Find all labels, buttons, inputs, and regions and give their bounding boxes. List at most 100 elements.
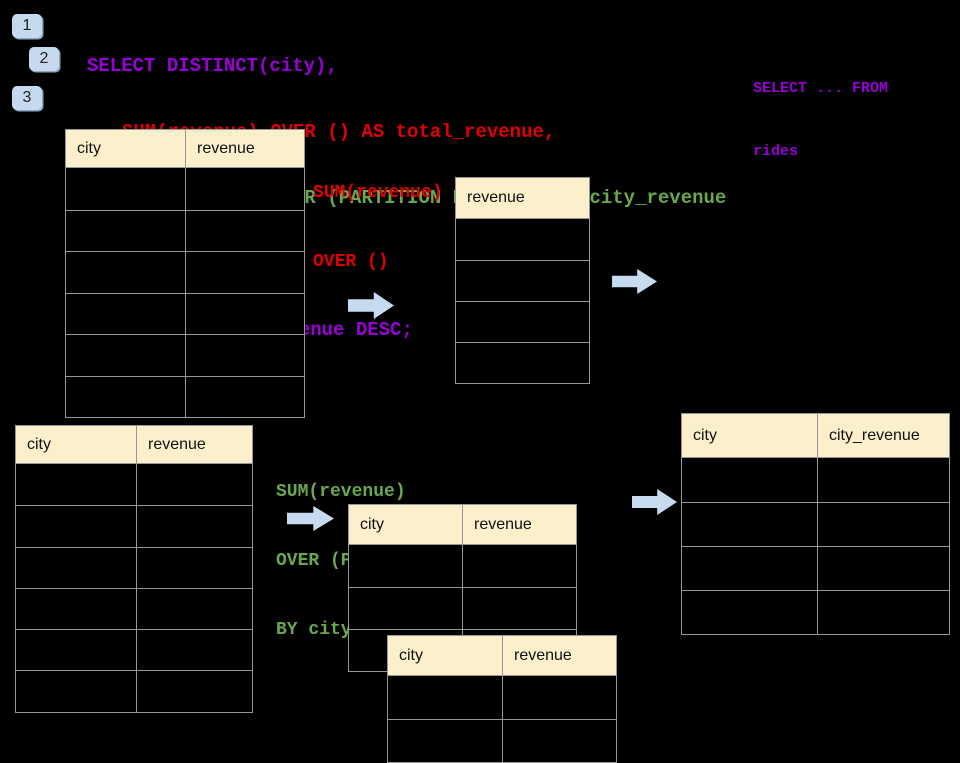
table-cell [136,588,252,630]
step-badge-1: 1 [12,14,42,38]
sql-snippet-side: SELECT ... FROM rides [753,36,888,183]
table-cell [388,676,502,719]
table-cell [817,458,949,502]
table-row [16,464,252,506]
table-cell [136,547,252,588]
table-cell [16,589,136,629]
table-row [66,292,304,335]
table-cell [682,458,817,502]
table-rides-bottom: city revenue [15,425,253,713]
table-cell [502,720,616,762]
table-row [456,342,589,383]
table-cell [456,219,589,260]
table-cell [682,503,817,546]
table-row [349,587,576,629]
table-cell [16,548,136,588]
table-header: city revenue [66,130,304,168]
table-header: city city_revenue [682,414,949,458]
table-row [16,587,252,630]
column-header-revenue: revenue [185,130,304,167]
step-badge-2: 2 [29,47,59,71]
label-line: SUM(revenue) [276,482,406,502]
table-cell [502,676,616,719]
sql-side-line-1: SELECT ... FROM [753,80,889,97]
label-line: OVER () [313,252,389,272]
table-cell [136,671,252,712]
table-cell [462,545,576,587]
table-cell [682,547,817,590]
table-row [16,629,252,671]
table-row [456,301,589,342]
table-partition-overlay: city revenue [387,635,617,763]
column-header-revenue: revenue [502,636,616,675]
table-cell [16,630,136,670]
table-cell [349,588,462,629]
slide-canvas: { "colors":{ "bg":"#000000","purple":"#9… [12,14,950,763]
table-row [682,502,949,546]
table-row [66,168,304,210]
table-row [682,546,949,590]
column-header-city: city [27,435,51,453]
table-row [16,546,252,588]
table-cell [349,545,462,587]
table-row [66,251,304,293]
table-header: city revenue [349,505,576,545]
column-header-revenue: revenue [467,189,525,206]
table-cell [66,294,185,335]
table-cell [185,210,304,251]
column-header-city: city [399,646,423,664]
label-line: SUM(revenue) [313,183,443,203]
table-cell [462,588,576,629]
table-row [66,334,304,376]
table-cell [185,293,304,334]
table-row [388,676,616,719]
table-cell [66,168,185,210]
table-cell [136,506,252,547]
table-cell [16,506,136,546]
table-cell [456,302,589,342]
table-cell [136,630,252,671]
table-rides-top: city revenue [65,129,305,418]
table-cell [817,547,949,590]
step-badge-label: 2 [39,50,49,67]
column-header-city: city [77,139,101,157]
label-sum-over-all: SUM(revenue) OVER () [313,136,443,297]
table-row [682,590,949,634]
table-city-result: city city_revenue [681,413,950,635]
step-badge-label: 3 [22,89,32,106]
table-header: revenue [456,178,589,219]
step-badge-label: 1 [22,17,32,34]
step-badge-3: 3 [12,86,42,110]
column-header-city: city [360,515,384,533]
table-row [66,375,304,418]
table-row [66,209,304,252]
table-total-revenue: revenue [455,177,590,384]
table-cell [817,591,949,634]
table-cell [16,464,136,505]
sql-line-select: SELECT DISTINCT(city), [87,55,338,77]
table-cell [682,591,817,634]
table-cell [388,720,502,762]
column-header-revenue: revenue [462,505,576,544]
table-cell [66,377,185,418]
table-cell [66,335,185,376]
table-row [388,719,616,762]
table-cell [66,211,185,252]
table-cell [185,335,304,376]
table-cell [185,252,304,293]
column-header-revenue: revenue [136,426,252,463]
table-row [456,260,589,301]
table-cell [456,261,589,301]
column-header-city-revenue: city_revenue [817,414,949,457]
table-header: city revenue [16,426,252,464]
table-cell [456,343,589,383]
table-cell [66,252,185,293]
sql-side-line-2: rides [753,143,799,160]
table-cell [185,376,304,417]
table-cell [817,503,949,546]
table-row [349,545,576,587]
right-arrow-icon [632,489,677,515]
table-header: city revenue [388,636,616,676]
table-row [16,505,252,547]
table-cell [136,464,252,506]
